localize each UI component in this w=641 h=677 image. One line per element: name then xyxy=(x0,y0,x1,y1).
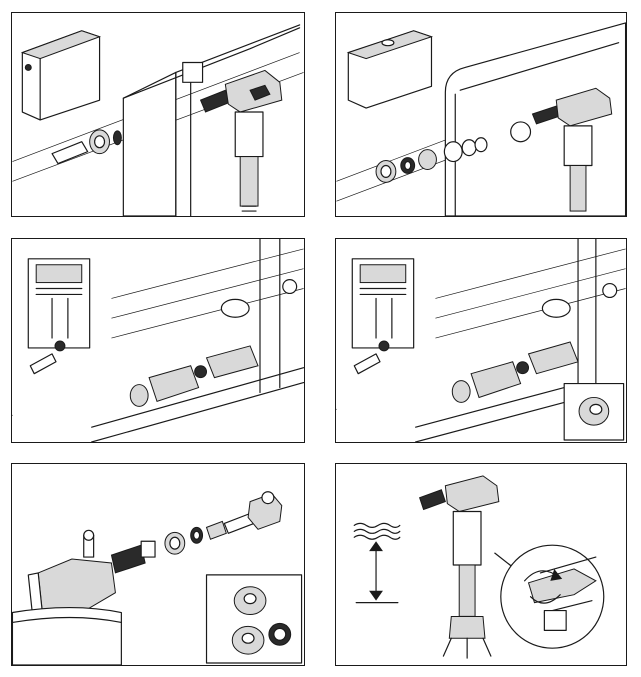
floor-rail xyxy=(415,386,565,442)
angle-stop-valve xyxy=(223,491,283,534)
frame-post xyxy=(577,239,597,394)
step-3-illustration xyxy=(12,239,304,442)
detail-inset xyxy=(563,382,625,441)
supply-pipe xyxy=(51,141,89,165)
step-4-illustration xyxy=(336,239,626,442)
wall-plate xyxy=(140,540,156,558)
wall-opening xyxy=(541,298,571,318)
fill-valve xyxy=(418,475,500,659)
frame-post xyxy=(259,239,281,394)
detail-inset xyxy=(205,574,303,664)
fill-valve xyxy=(199,69,283,212)
rubber-washer xyxy=(112,130,122,146)
magnified-detail xyxy=(500,544,605,649)
wall-fitting xyxy=(602,282,618,299)
fill-valve-side-view xyxy=(12,529,146,665)
step-4-panel xyxy=(335,238,627,443)
step-6-panel xyxy=(335,463,627,666)
flange-washer xyxy=(510,121,532,143)
installation-frame xyxy=(122,24,301,216)
step-6-illustration xyxy=(353,475,605,659)
frame-overview-inset xyxy=(27,258,91,375)
wall-lines xyxy=(111,248,304,339)
angle-valve-assembly xyxy=(451,341,579,403)
floor-rail xyxy=(91,367,304,442)
exposed-cistern xyxy=(20,30,102,121)
water-level-icon xyxy=(353,522,401,604)
step-1-illustration xyxy=(12,24,304,216)
step-3-panel xyxy=(11,238,305,443)
wall-lines xyxy=(435,248,626,339)
cistern-tank xyxy=(346,30,434,109)
wall-opening xyxy=(220,298,250,318)
step-2-illustration xyxy=(336,22,626,216)
wall-fitting xyxy=(282,279,298,295)
compression-nut xyxy=(89,129,110,155)
step-5-illustration xyxy=(12,491,303,665)
washer-set xyxy=(375,137,488,183)
angle-valve-assembly xyxy=(129,345,259,407)
fill-valve xyxy=(531,87,613,212)
step-1-panel xyxy=(11,12,305,217)
step-5-panel xyxy=(11,463,305,666)
fitting-set xyxy=(164,520,227,555)
rotate-arrow-icon xyxy=(523,568,563,604)
frame-overview-inset xyxy=(351,258,415,375)
step-2-panel xyxy=(335,12,627,217)
